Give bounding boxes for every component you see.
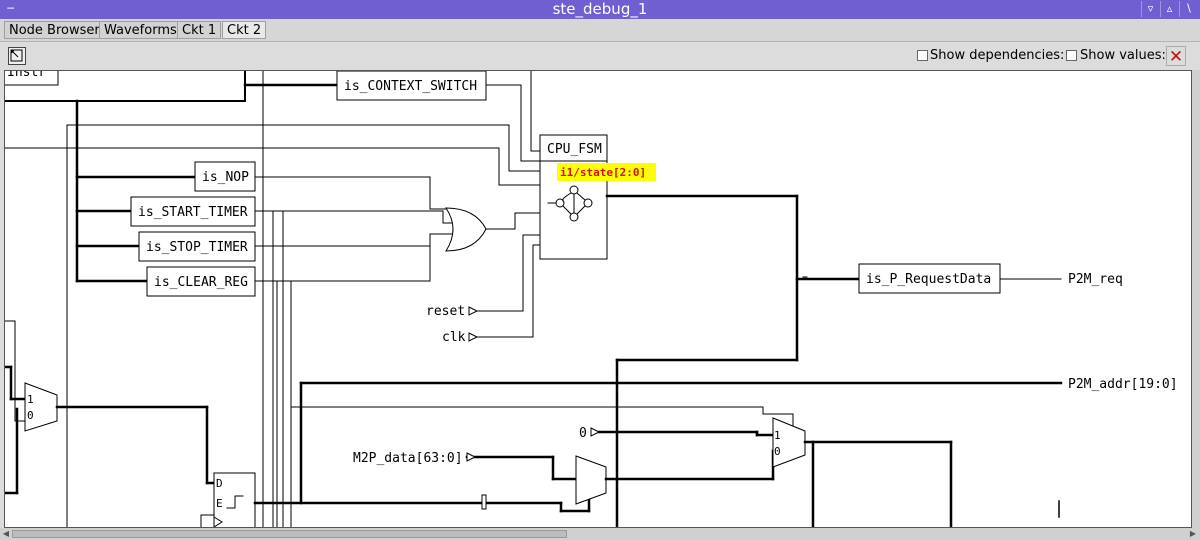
schematic-svg: Instr xyxy=(5,71,1178,527)
fit-view-icon xyxy=(10,49,23,62)
left-mux-zero-label: 0 xyxy=(27,409,34,422)
show-values-label: Show values: xyxy=(1080,48,1166,63)
tab-ckt-2[interactable]: Ckt 2 xyxy=(222,21,267,39)
show-dependencies-checkbox[interactable] xyxy=(917,50,928,61)
window-title: ste_debug_1 xyxy=(552,0,648,18)
reset-port-icon xyxy=(468,306,479,316)
right-mux-zero-label: 0 xyxy=(774,445,781,458)
scroll-right-icon[interactable]: ▶ xyxy=(1189,529,1197,538)
clk-label: clk xyxy=(442,330,466,345)
vertical-scrollbar[interactable] xyxy=(1192,70,1200,528)
show-values-checkbox[interactable] xyxy=(1066,50,1077,61)
clear-reg-label: is_CLEAR_REG xyxy=(154,275,248,290)
show-dependencies-label: Show dependencies: xyxy=(930,48,1065,63)
tab-waveforms[interactable]: Waveforms xyxy=(99,21,182,39)
nop-block[interactable] xyxy=(194,161,256,192)
instr-label: Instr xyxy=(7,71,46,80)
stop-timer-label: is_STOP_TIMER xyxy=(146,240,248,255)
close-view-button[interactable]: ✕ xyxy=(1166,46,1186,67)
tab-ckt-1[interactable]: Ckt 1 xyxy=(177,21,222,39)
minimize-button[interactable]: ▿ xyxy=(1141,1,1159,17)
context-switch-label: is_CONTEXT_SWITCH xyxy=(344,79,477,94)
cpu-fsm-label: CPU_FSM xyxy=(547,142,602,157)
reset-label: reset xyxy=(426,304,465,319)
p2m-addr-label: P2M_addr[19:0] xyxy=(1068,377,1178,392)
clear-reg-block[interactable] xyxy=(146,266,256,297)
circuit-toolbar: Show dependencies: Show values: ✕ xyxy=(0,42,1200,70)
data-mux[interactable] xyxy=(575,455,607,505)
state-machine-icon xyxy=(547,185,593,222)
tab-node-browser[interactable]: Node Browser xyxy=(4,21,105,39)
ff-e-label: E xyxy=(216,497,223,510)
clk-port-icon xyxy=(468,332,479,342)
scroll-left-icon[interactable]: ◀ xyxy=(2,529,10,538)
p2m-req-label: P2M_req xyxy=(1068,272,1123,287)
fit-view-button[interactable] xyxy=(8,47,26,65)
m2p-port-icon xyxy=(466,452,477,462)
close-icon: ✕ xyxy=(1168,47,1184,67)
start-timer-label: is_START_TIMER xyxy=(138,205,248,220)
stop-timer-block[interactable] xyxy=(138,231,256,262)
schematic-canvas[interactable]: Instr xyxy=(4,70,1192,528)
left-mux[interactable] xyxy=(24,382,58,432)
horizontal-scroll-thumb[interactable] xyxy=(12,530,567,538)
horizontal-scrollbar[interactable]: ◀ ▶ xyxy=(0,528,1200,540)
close-window-button[interactable]: ∖ xyxy=(1179,1,1197,17)
request-data-block[interactable] xyxy=(858,263,1001,294)
const-zero-port-icon xyxy=(590,427,601,437)
const-zero-label: 0 xyxy=(579,426,587,441)
maximize-button[interactable]: ▵ xyxy=(1160,1,1178,17)
window-menu-button[interactable]: ─ xyxy=(7,2,14,15)
right-mux-one-label: 1 xyxy=(774,429,781,442)
m2p-data-label: M2P_data[63:0] xyxy=(353,451,463,466)
fsm-state-highlight[interactable] xyxy=(557,163,656,181)
tab-bar: Node Browser Waveforms Ckt 1 Ckt 2 xyxy=(0,19,1200,42)
start-timer-block[interactable] xyxy=(130,196,256,227)
nop-label: is_NOP xyxy=(202,170,249,185)
or-gate[interactable] xyxy=(445,207,487,252)
fsm-state-label: i1/state[2:0] xyxy=(560,166,646,179)
request-data-label: is_P_RequestData xyxy=(866,272,991,287)
right-mux[interactable] xyxy=(772,417,806,468)
window-titlebar: ─ ste_debug_1 ▿ ▵ ∖ xyxy=(0,0,1200,19)
context-switch-block[interactable] xyxy=(336,71,487,101)
ff-d-label: D xyxy=(216,477,223,490)
left-mux-one-label: 1 xyxy=(27,393,34,406)
